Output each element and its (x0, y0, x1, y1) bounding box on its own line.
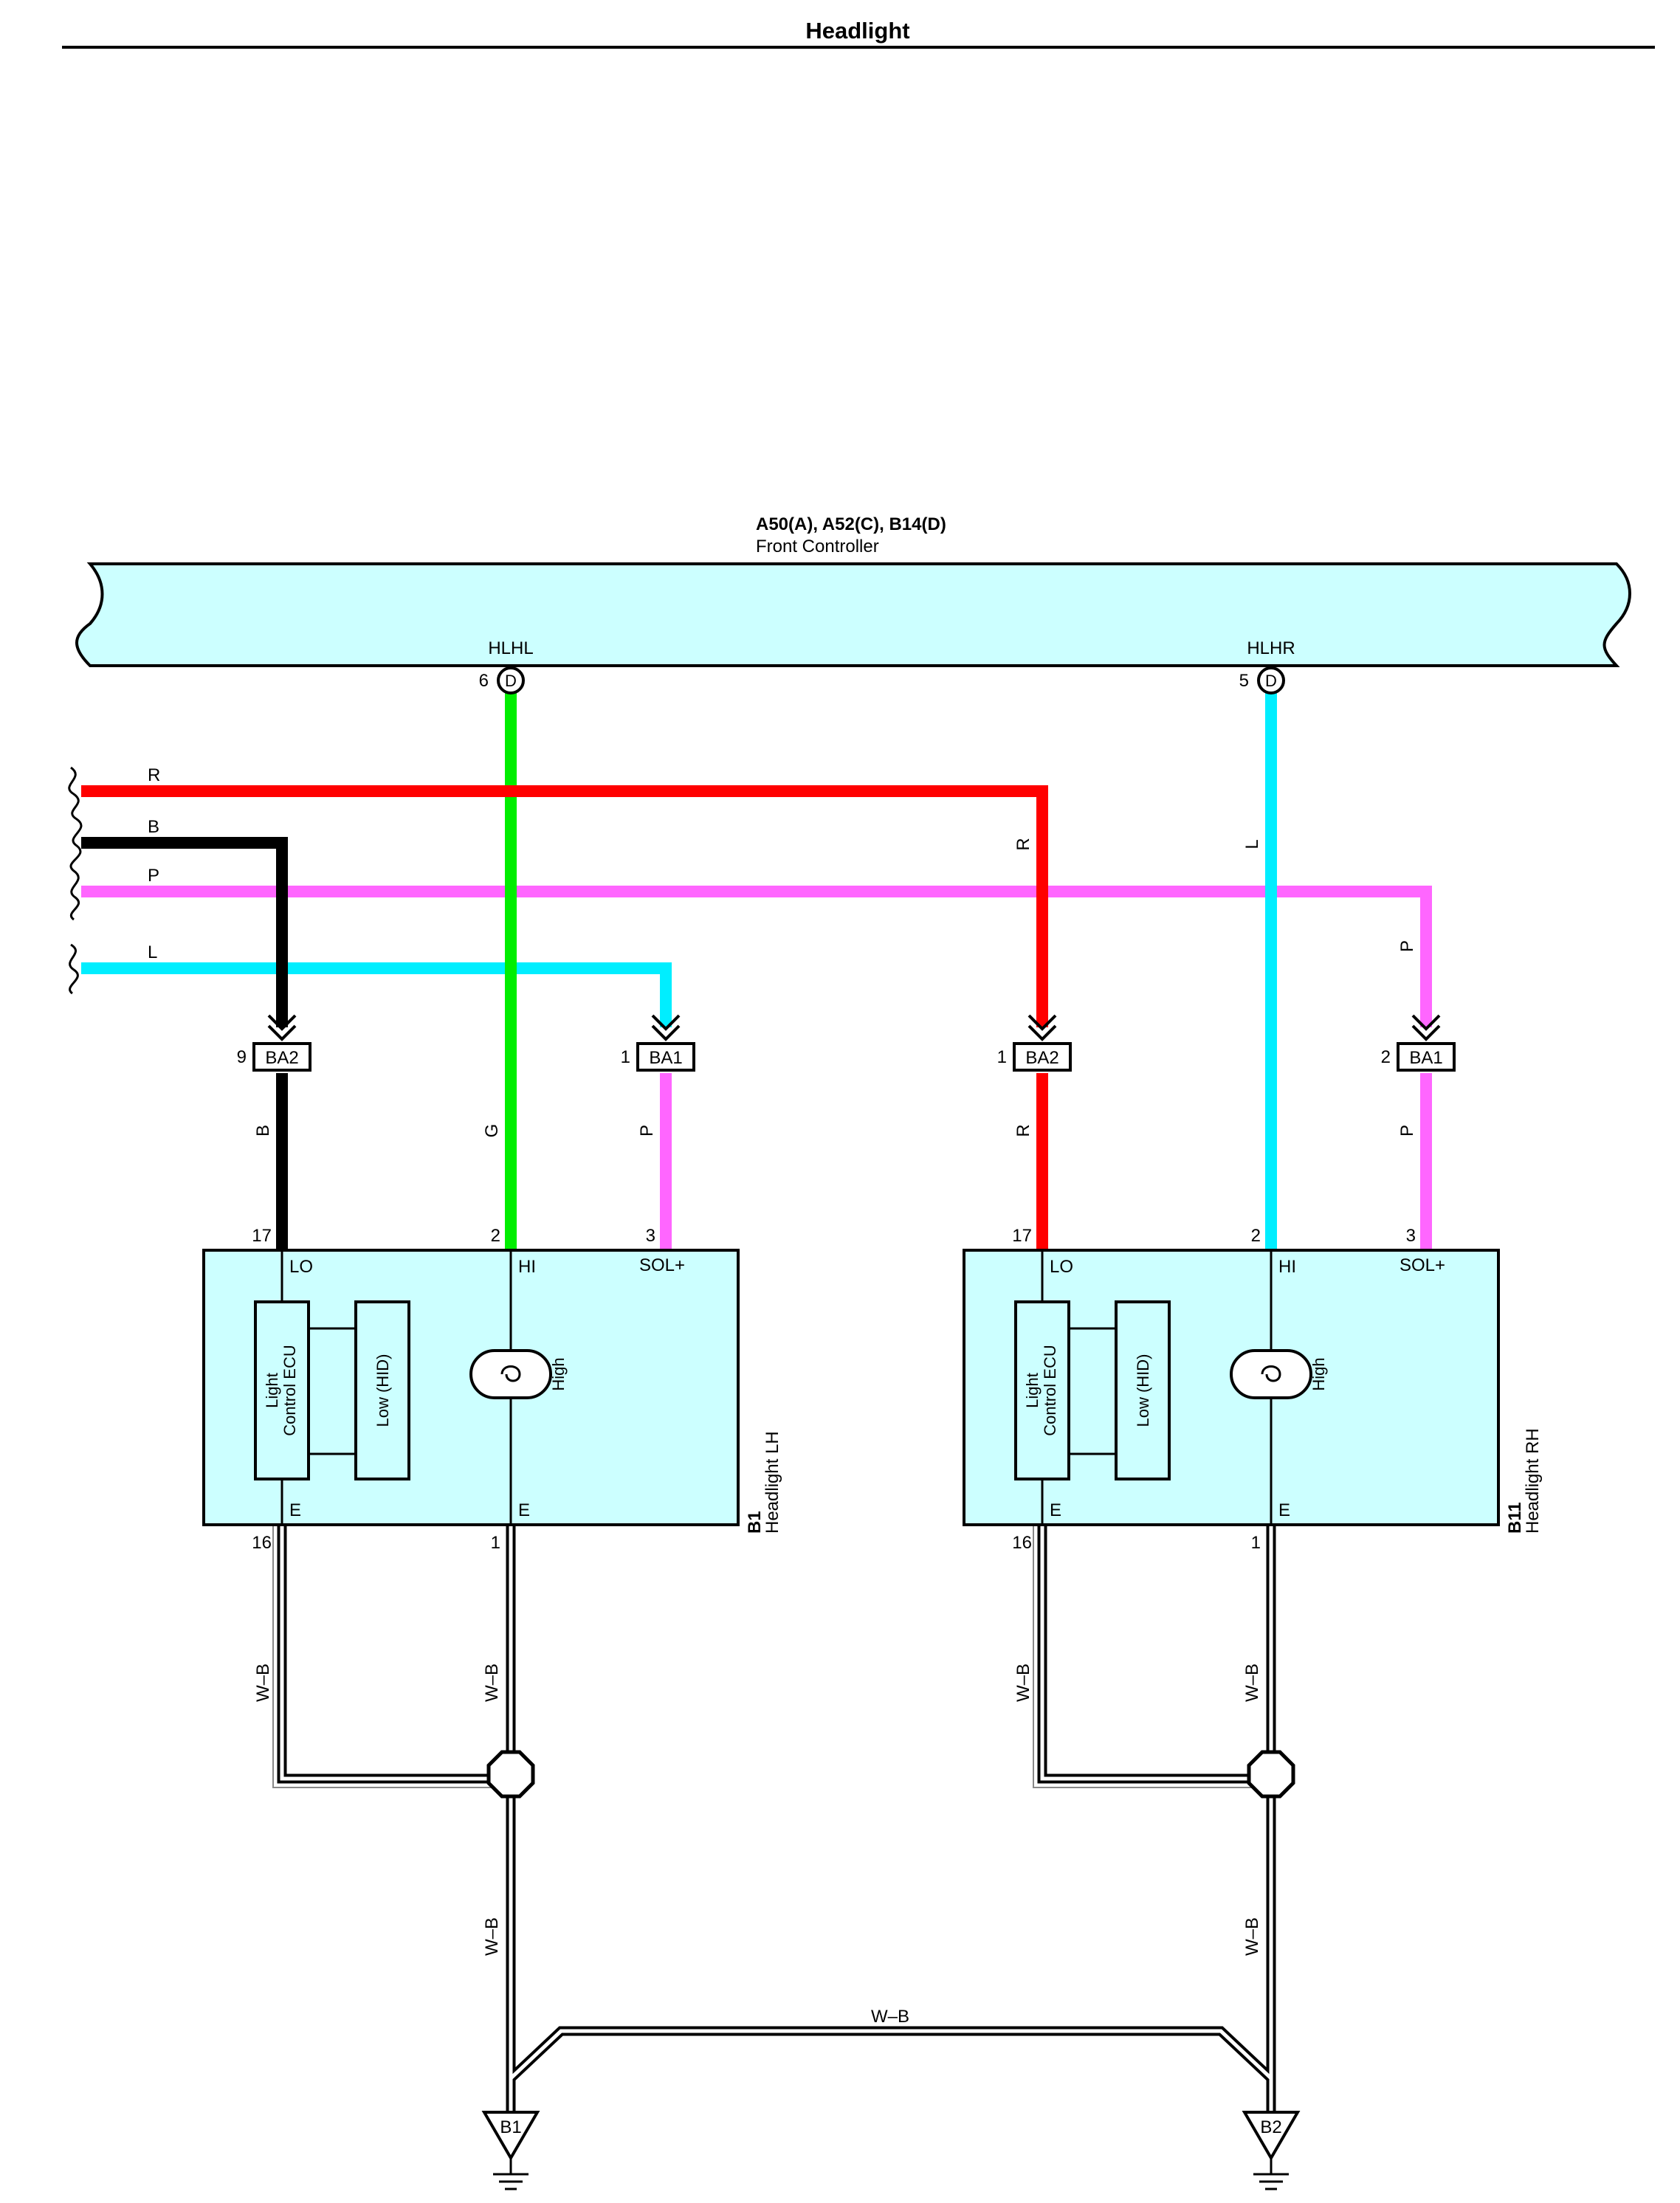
junction-name: BA2 (265, 1048, 298, 1068)
wire-p-incoming (81, 886, 1432, 1027)
ground-wire-code: W–B (482, 1917, 502, 1956)
junction-name: BA1 (1409, 1048, 1442, 1068)
wire-code-right-pink-bottom: P (1397, 1125, 1417, 1137)
wire-code-right-blue: L (1242, 839, 1262, 849)
headlight-lh: Light Control ECU Low (HID) High LO HI S… (202, 1226, 782, 1553)
junction-name: BA2 (1025, 1048, 1058, 1068)
wire-code-right-red-bottom: R (1013, 1124, 1033, 1137)
wire-label-p: P (148, 866, 159, 886)
controller-pin-hlhl: 6 D (479, 666, 525, 694)
terminal-lo: LO (1050, 1257, 1073, 1277)
wire-code-left-green: G (482, 1124, 502, 1138)
ecu-label-line1: Light (263, 1373, 281, 1408)
terminal-lo: LO (289, 1257, 313, 1277)
headlight-code: B11 (1505, 1502, 1525, 1534)
terminal-hi: HI (518, 1257, 536, 1277)
pin-e2: 1 (491, 1533, 500, 1553)
ground-label: B2 (1260, 2117, 1281, 2137)
terminal-sol: SOL+ (639, 1255, 685, 1275)
junction-pin: 2 (1381, 1047, 1391, 1067)
junction-pin: 9 (237, 1047, 247, 1067)
wire-label-b: B (148, 817, 159, 837)
controller-pin-number: 6 (479, 671, 489, 691)
ecu-label-line2: Control ECU (1041, 1345, 1059, 1435)
pin-e2: 1 (1251, 1533, 1261, 1553)
low-hid-label: Low (HID) (1134, 1354, 1152, 1427)
junction-ba1-left: 1 BA1 (621, 1014, 695, 1072)
controller-pin-number: 5 (1239, 671, 1249, 691)
ground-wire-code: W–B (871, 2007, 909, 2027)
pin-lo: 17 (252, 1226, 272, 1246)
wire-b-incoming (81, 837, 288, 1027)
controller-name: Front Controller (756, 537, 879, 556)
wire-code-left-pink: P (637, 1125, 657, 1137)
wire-code-right-red-top: R (1013, 838, 1033, 850)
pin-sol: 3 (646, 1226, 655, 1246)
high-label: High (549, 1357, 568, 1390)
wire-l-incoming (81, 962, 672, 1027)
ground-label: B1 (500, 2117, 521, 2137)
pin-e1: 16 (1012, 1533, 1032, 1553)
terminal-sol: SOL+ (1400, 1255, 1445, 1275)
headlight-code: B1 (745, 1511, 765, 1534)
pin-lo: 17 (1012, 1226, 1032, 1246)
splice-point-left (486, 1750, 535, 1799)
terminal-e2: E (1278, 1500, 1290, 1520)
wire-r-incoming (81, 785, 1048, 1027)
headlight-name: Headlight RH (1523, 1428, 1543, 1534)
pin-hi: 2 (1251, 1226, 1261, 1246)
junction-pin: 1 (621, 1047, 630, 1067)
controller-pin-connector: D (1265, 672, 1277, 690)
wire-break-mark (69, 943, 79, 995)
ecu-label-line2: Control ECU (280, 1345, 299, 1435)
controller-terminal-hlhr: HLHR (1247, 638, 1295, 658)
ground-b2-icon: B2 (1242, 2111, 1301, 2190)
junction-name: BA1 (649, 1048, 682, 1068)
controller-terminal-hlhl: HLHL (488, 638, 533, 658)
page-title: Headlight (805, 18, 909, 44)
wire-code-right-pink-top: P (1397, 940, 1417, 952)
pin-sol: 3 (1406, 1226, 1416, 1246)
wire-code-left-black: B (253, 1125, 273, 1137)
ground-wiring (272, 1525, 1276, 2112)
ground-b1-icon: B1 (481, 2111, 540, 2190)
junction-ba2-right: 1 BA2 (997, 1014, 1072, 1072)
pin-e1: 16 (252, 1533, 272, 1553)
terminal-e1: E (1050, 1500, 1061, 1520)
ground-wire-code: W–B (482, 1664, 502, 1702)
wire-code-labels: B G P R R L P P (253, 838, 1417, 1137)
low-hid-label: Low (HID) (373, 1354, 392, 1427)
pin-hi: 2 (491, 1226, 500, 1246)
light-control-ecu-box (254, 1300, 310, 1480)
wire-label-r: R (148, 765, 160, 785)
low-hid-box (354, 1300, 410, 1480)
terminal-hi: HI (1278, 1257, 1296, 1277)
wire-label-l: L (148, 942, 157, 962)
ecu-label-line1: Light (1023, 1373, 1042, 1408)
high-label: High (1309, 1357, 1328, 1390)
ground-wire-code: W–B (253, 1664, 273, 1702)
high-bulb-icon (469, 1349, 552, 1399)
controller-pin-connector: D (505, 672, 517, 690)
high-bulb-icon (1230, 1349, 1312, 1399)
low-hid-box (1115, 1300, 1171, 1480)
junction-ba1-right: 2 BA1 (1381, 1014, 1456, 1072)
terminal-e2: E (518, 1500, 530, 1520)
ground-wire-code: W–B (1242, 1917, 1262, 1956)
splice-point-right (1247, 1750, 1295, 1799)
junction-ba2-left: 9 BA2 (237, 1014, 311, 1072)
headlight-rh: Light Control ECU Low (HID) High LO HI S… (963, 1226, 1543, 1553)
ground-wire-code: W–B (1242, 1664, 1262, 1702)
light-control-ecu-box (1014, 1300, 1070, 1480)
terminal-e1: E (289, 1500, 301, 1520)
front-controller-box (75, 562, 1631, 667)
controller-pin-hlhr: 5 D (1239, 666, 1285, 694)
wire-break-mark (68, 766, 83, 921)
headlight-name: Headlight LH (762, 1431, 782, 1534)
controller-connectors: A50(A), A52(C), B14(D) (756, 514, 946, 534)
ground-wire-code: W–B (1013, 1664, 1033, 1702)
junction-pin: 1 (997, 1047, 1007, 1067)
